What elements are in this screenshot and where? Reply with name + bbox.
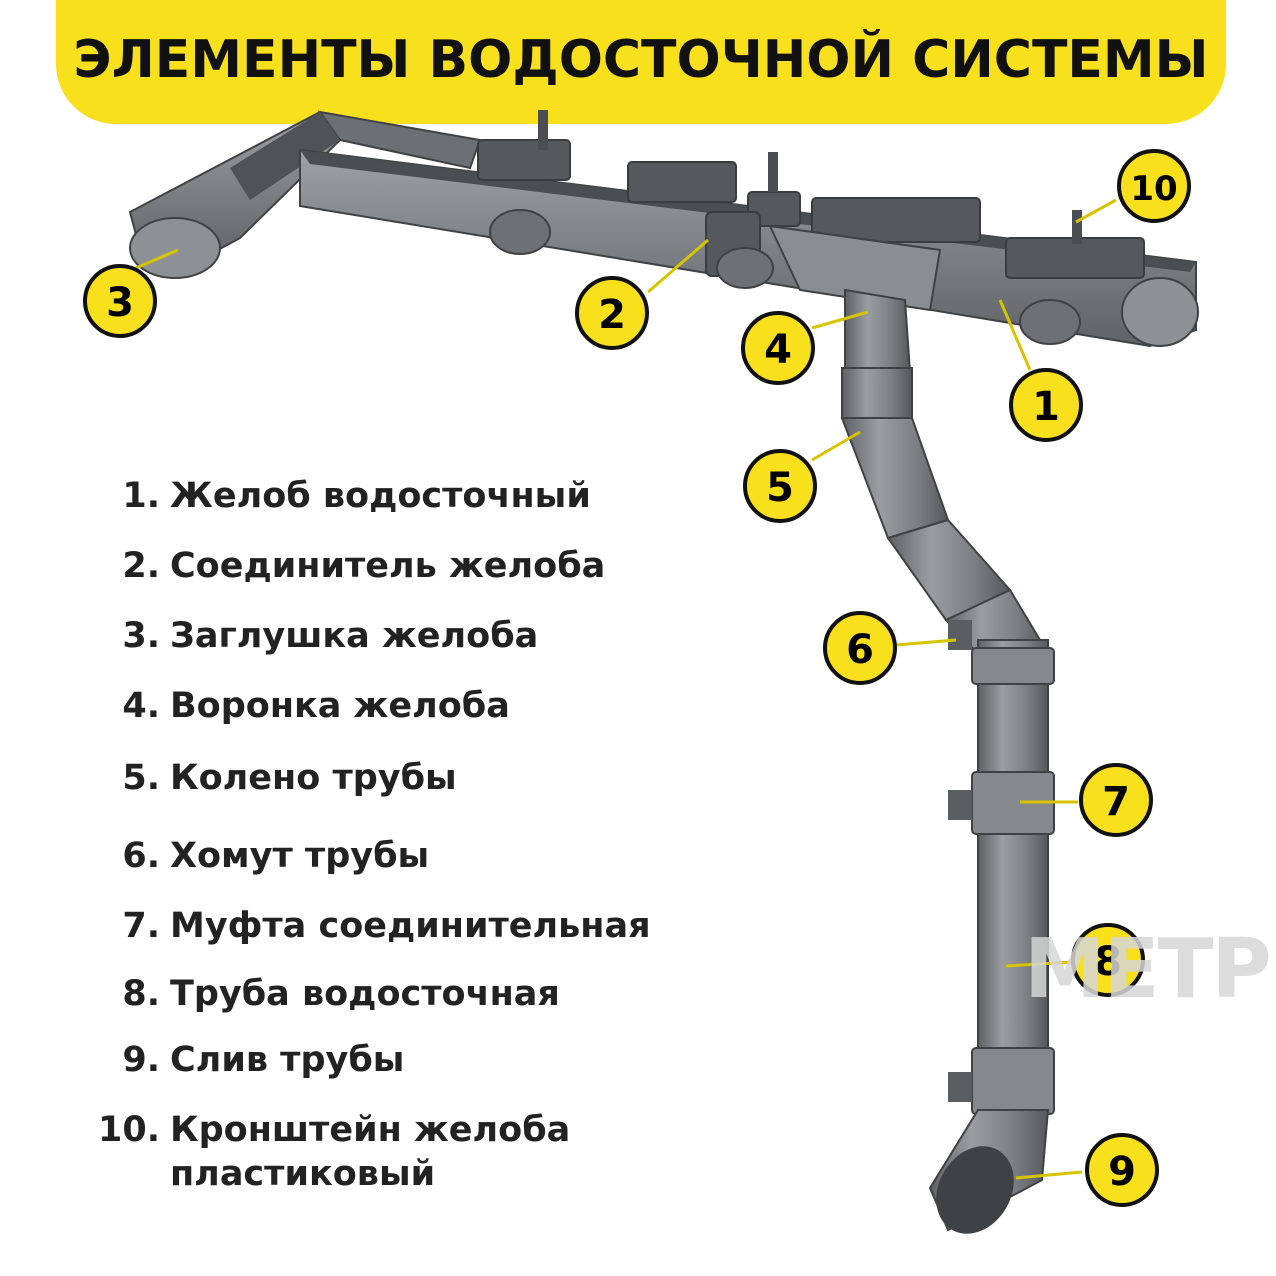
badge-9-label: 9	[1108, 1149, 1136, 1195]
badge-6-label: 6	[846, 627, 874, 673]
badges: 1 2 3 4 5 6 7 8	[83, 149, 1191, 1207]
badge-5: 5	[743, 449, 817, 523]
badge-9: 9	[1085, 1133, 1159, 1207]
title-banner: ЭЛЕМЕНТЫ ВОДОСТОЧНОЙ СИСТЕМЫ	[56, 0, 1226, 124]
badge-10-label: 10	[1130, 169, 1177, 209]
legend-item-9: 9. Слив трубы	[122, 1040, 405, 1080]
badge-10: 10	[1117, 149, 1191, 223]
badge-1: 1	[1009, 368, 1083, 442]
badge-7: 7	[1079, 763, 1153, 837]
funnel	[768, 224, 942, 373]
legend-item-6: 6. Хомут трубы	[122, 836, 430, 876]
badge-3: 3	[83, 264, 157, 338]
legend-item-7: 7. Муфта соединительная	[122, 906, 651, 946]
legend-item-8: 8. Труба водосточная	[122, 974, 560, 1014]
badge-6: 6	[823, 611, 897, 685]
pipe-outlet	[928, 1109, 1050, 1234]
downpipe	[948, 620, 1055, 1115]
badge-3-label: 3	[106, 280, 134, 326]
legend-item-1: 1. Желоб водосточный	[122, 476, 591, 516]
legend-item-10-line1: Кронштейн желоба	[170, 1110, 571, 1150]
gutter-brackets	[538, 110, 1082, 244]
leader-lines	[135, 198, 1117, 1180]
badge-2-label: 2	[598, 292, 626, 338]
gutter-end-cap-left	[129, 217, 221, 279]
badge-2: 2	[575, 276, 649, 350]
gutter-hangers	[489, 209, 1081, 345]
gutter-end-cap-right	[1121, 277, 1199, 347]
badge-7-label: 7	[1102, 779, 1130, 825]
legend-item-2: 2. Соединитель желоба	[122, 546, 606, 586]
elbow-upper	[840, 367, 1048, 658]
legend-item-4: 4. Воронка желоба	[122, 686, 510, 726]
legend-item-5: 5. Колено трубы	[122, 758, 457, 798]
badge-5-label: 5	[766, 465, 794, 511]
badge-4-label: 4	[764, 327, 792, 373]
legend-item-10-line2: пластиковый	[170, 1154, 436, 1194]
page-title: ЭЛЕМЕНТЫ ВОДОСТОЧНОЙ СИСТЕМЫ	[73, 30, 1209, 90]
legend-item-3: 3. Заглушка желоба	[122, 616, 539, 656]
legend-item-10: 10. Кронштейн желоба пластиковый	[97, 1110, 571, 1194]
badge-8: 8	[1071, 923, 1145, 997]
badge-4: 4	[741, 311, 815, 385]
badge-8-label: 8	[1094, 939, 1122, 985]
watermark-logo: МЕТР	[1024, 922, 1272, 1017]
badge-1-label: 1	[1032, 384, 1060, 430]
